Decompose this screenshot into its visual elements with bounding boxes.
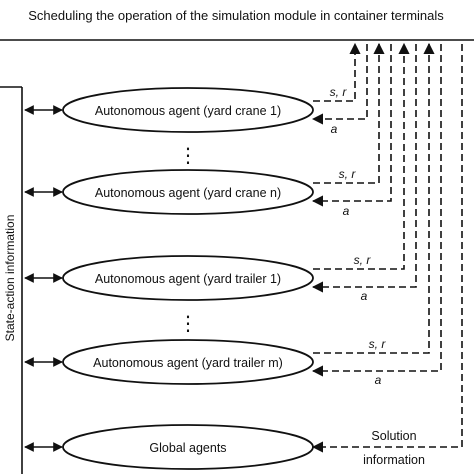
a-path-agent-1	[311, 44, 368, 125]
state-action-label: State-action information	[3, 215, 17, 342]
sr-label-agent-2: s, r	[339, 167, 357, 181]
sr-label-agent-1: s, r	[330, 85, 348, 99]
agent-yard-trailer-1	[62, 255, 314, 301]
solution-label-bg-2	[350, 453, 438, 467]
agent-yard-trailer-m-label: Autonomous agent (yard trailer m)	[93, 356, 283, 370]
sr-path-agent-2	[313, 42, 385, 184]
agent-yard-trailer-1-label: Autonomous agent (yard trailer 1)	[95, 272, 281, 286]
solution-label-line2: information	[363, 453, 425, 467]
agent-yard-trailer-m	[62, 339, 314, 385]
a-path-agent-2	[311, 44, 392, 207]
a-path-agent-4	[311, 44, 442, 377]
diagram-title: Scheduling the operation of the simulati…	[28, 8, 444, 23]
sr-path-agent-4	[313, 42, 435, 354]
global-agents-label: Global agents	[149, 441, 226, 455]
agent-yard-crane-1	[62, 87, 314, 133]
a-label-agent-3: a	[361, 289, 368, 303]
sr-label-agent-4: s, r	[369, 337, 387, 351]
agent-yard-crane-n-label: Autonomous agent (yard crane n)	[95, 186, 281, 200]
solution-label-bg	[356, 429, 432, 443]
ellipsis-cranes: ⋮	[178, 145, 198, 167]
ellipsis-trailers: ⋮	[178, 313, 198, 335]
agent-yard-crane-1-label: Autonomous agent (yard crane 1)	[95, 104, 281, 118]
agent-yard-crane-n	[62, 169, 314, 215]
a-label-agent-4: a	[375, 373, 382, 387]
sr-path-agent-3	[313, 42, 410, 270]
solution-label-line1: Solution	[371, 429, 416, 443]
sr-path-agent-1	[313, 42, 361, 102]
a-label-agent-1: a	[331, 122, 338, 136]
a-label-agent-2: a	[343, 204, 350, 218]
a-path-agent-3	[311, 44, 417, 293]
sr-label-agent-3: s, r	[354, 253, 372, 267]
solution-path	[311, 44, 463, 453]
